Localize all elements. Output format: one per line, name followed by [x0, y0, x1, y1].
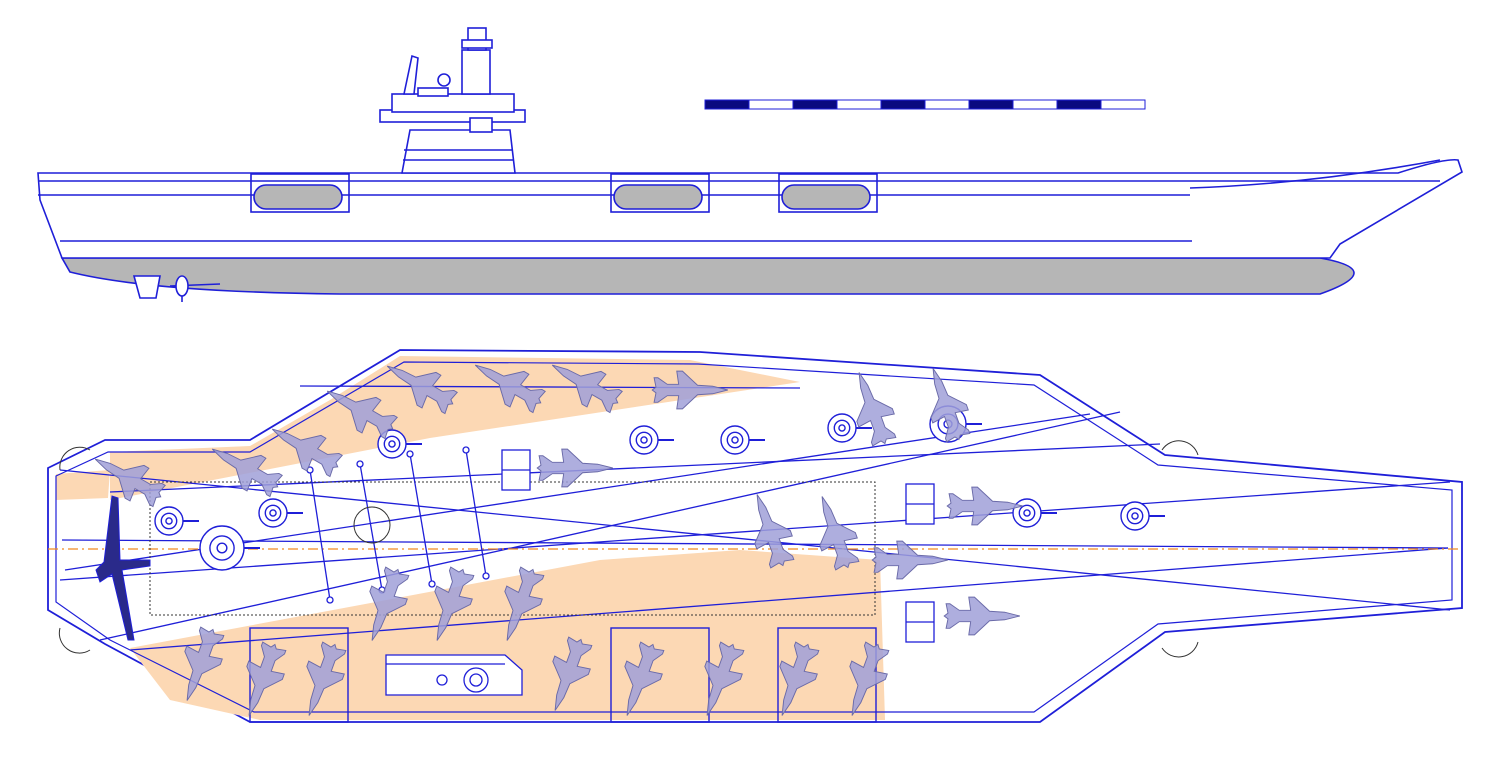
- blast-deflectors: [501, 449, 935, 643]
- deck-tractor: [385, 654, 523, 696]
- deck-edge-inner: [55, 361, 1453, 713]
- underwater-hull: [60, 257, 1355, 295]
- catapult-shuttle: [1120, 501, 1165, 531]
- sponsons: [58, 440, 1199, 658]
- boat-bays: [250, 173, 878, 213]
- catapult-shuttle: [720, 425, 765, 455]
- bow-flare-line: [1189, 159, 1441, 189]
- rudder: [132, 275, 161, 299]
- angled-deck-lines: [59, 385, 1451, 651]
- hull-outline: [37, 158, 1463, 259]
- flight-deck-plan-view: [47, 348, 1463, 723]
- scale-bar-segment: [1100, 99, 1146, 110]
- catapult-shuttle: [258, 498, 303, 528]
- propeller-shaft: [169, 275, 221, 302]
- scale-bar-segment: [924, 99, 970, 110]
- catapult-shuttle: [629, 425, 674, 455]
- scale-bar: [704, 99, 1146, 110]
- scale-bar-segment: [836, 99, 882, 110]
- scale-bar-segment: [748, 99, 794, 110]
- side-profile-view: [37, 27, 1463, 302]
- scale-bar-segment: [1056, 99, 1102, 110]
- scale-bar-segment: [968, 99, 1014, 110]
- island-superstructure: [379, 27, 526, 174]
- catapult-shuttle: [154, 506, 199, 536]
- scale-bar-segment: [1012, 99, 1058, 110]
- arresting-wires: [306, 446, 490, 604]
- catapult-shuttle: [199, 525, 260, 571]
- catapult-shuttle: [827, 413, 872, 443]
- scale-bar-segment: [880, 99, 926, 110]
- landing-aircraft: [95, 495, 151, 641]
- scale-bar-segment: [704, 99, 750, 110]
- scale-bar-segment: [792, 99, 838, 110]
